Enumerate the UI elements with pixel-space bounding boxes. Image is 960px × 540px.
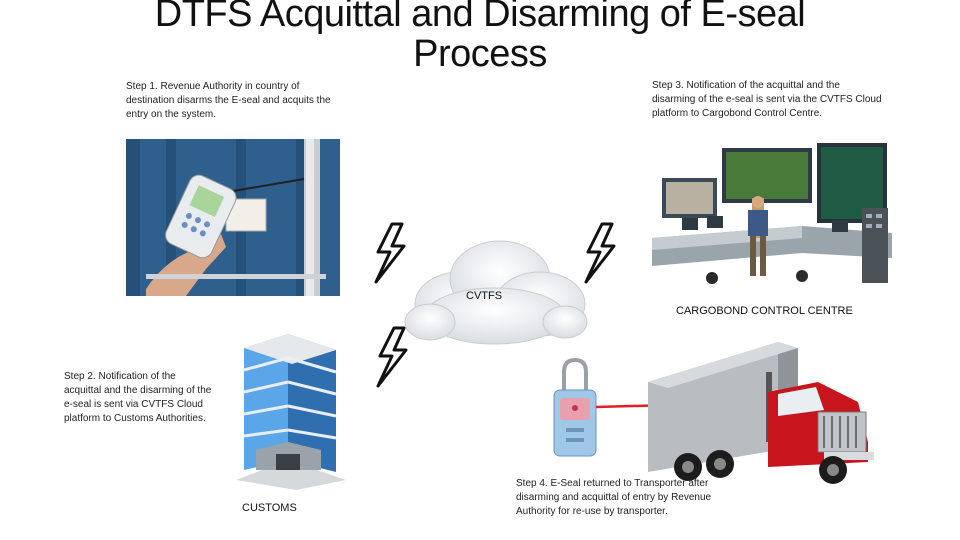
truck-icon xyxy=(628,332,888,492)
cloud-icon xyxy=(400,234,590,349)
office-building-icon xyxy=(226,330,351,490)
control-room-illustration xyxy=(652,138,892,290)
cloud-label: CVTFS xyxy=(466,290,503,302)
lightning-icon xyxy=(580,222,620,284)
step-2-text: Step 2. Notification of the acquittal an… xyxy=(64,371,212,424)
e-seal-device-icon xyxy=(552,358,598,458)
step-4-text: Step 4. E-Seal returned to Transporter a… xyxy=(516,478,712,517)
step-1-text: Step 1. Revenue Authority in country of … xyxy=(126,81,331,120)
lightning-icon xyxy=(372,326,412,388)
control-centre-label: CARGOBOND CONTROL CENTRE xyxy=(676,305,853,317)
page-title: DTFS Acquittal and Disarming of E-seal P… xyxy=(154,0,806,75)
handheld-scanner-photo xyxy=(126,139,340,296)
customs-label: CUSTOMS xyxy=(242,502,297,514)
step-3-text: Step 3. Notification of the acquittal an… xyxy=(652,80,882,119)
lightning-icon xyxy=(370,222,410,284)
